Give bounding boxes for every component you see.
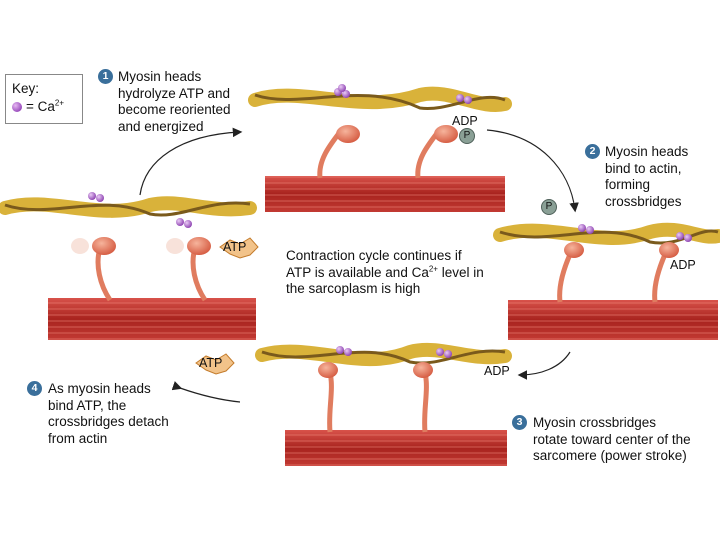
arrow-2-to-3: [517, 351, 571, 380]
myosin-heads: [557, 242, 679, 303]
panel-step-4: [0, 196, 257, 340]
panel-step-3: [255, 342, 512, 466]
arrow-1-to-2: [486, 129, 579, 213]
step-2-badge: 2: [585, 144, 600, 159]
actin-filament: [248, 86, 512, 113]
myosin-heads: [318, 362, 433, 433]
phosphate-on-head: P: [459, 128, 475, 144]
calcium-ion-icon: [12, 101, 22, 112]
atp-burst-step-1: [219, 237, 259, 259]
arrow-4-to-1: [139, 127, 243, 196]
panel-step-2: [493, 222, 720, 340]
step-1-badge: 1: [98, 69, 113, 84]
step-4-text: As myosin heads bind ATP, the crossbridg…: [48, 381, 169, 446]
step-3-text: Myosin crossbridges rotate toward center…: [533, 415, 691, 463]
step-2-text: Myosin heads bind to actin, forming cros…: [605, 144, 689, 209]
myosin-heads: [71, 237, 211, 302]
atp-label-step-4: ATP: [199, 356, 223, 370]
actin-filament: [0, 196, 257, 218]
actin-filament: [255, 342, 512, 367]
center-note: Contraction cycle continues if ATP is av…: [286, 248, 484, 296]
atp-burst-step-4: [195, 353, 235, 375]
cycle-arrows: [139, 127, 579, 403]
calcium-ions: [88, 84, 692, 358]
step-1-text: Myosin heads hydrolyze ATP and become re…: [118, 69, 231, 134]
key-legend: Key: = Ca2+: [5, 74, 83, 124]
myosin-heads: [317, 125, 458, 179]
panel-step-1: [248, 86, 512, 212]
adp-label-step-3: ADP: [484, 364, 510, 378]
atp-label-step-1: ATP: [223, 240, 247, 254]
key-title: Key:: [12, 81, 40, 96]
key-ion-label: = Ca2+: [26, 98, 65, 114]
adp-label-step-2: ADP: [670, 258, 696, 272]
step-4-badge: 4: [27, 381, 42, 396]
phosphate-released: P: [541, 199, 557, 215]
step-3-badge: 3: [512, 415, 527, 430]
arrow-3-to-4: [171, 381, 241, 403]
key-calcium-entry: = Ca2+: [12, 98, 64, 115]
adp-p-complex-label: ADP: [452, 114, 478, 128]
